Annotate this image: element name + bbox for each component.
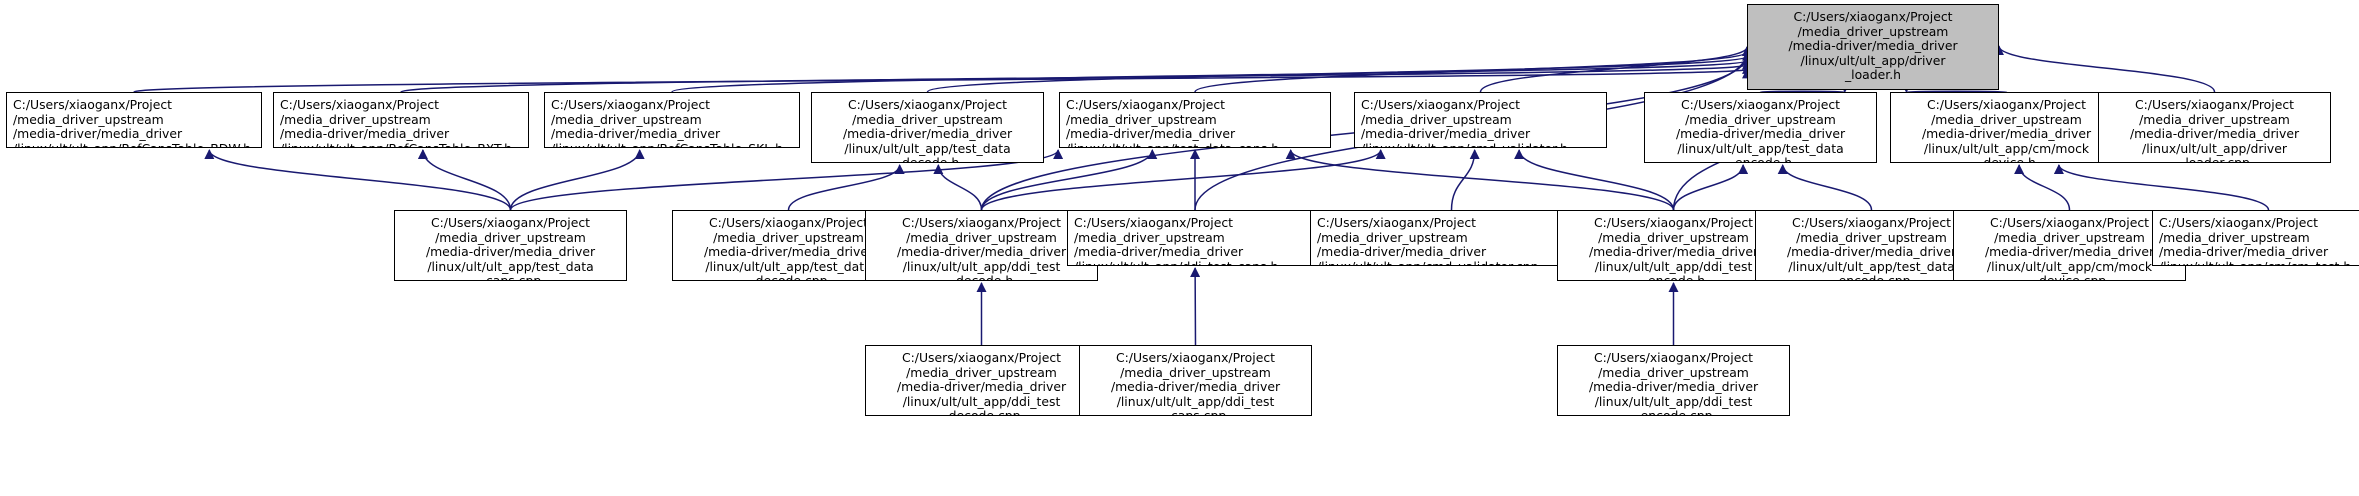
edge-cmdv_cpp-to-cmdv_h [1450, 149, 1480, 211]
node-refcapstable-skl-h[interactable]: C:/Users/xiaoganx/Project /media_driver_… [544, 92, 800, 148]
node-ddi-test-encode-cpp[interactable]: C:/Users/xiaoganx/Project /media_driver_… [1557, 345, 1790, 416]
edge-cmdv_h-to-root [1479, 45, 1752, 93]
node-mock-device-cpp[interactable]: C:/Users/xiaoganx/Project /media_driver_… [1953, 210, 2186, 281]
edge-ddid_h-to-tdd_h [933, 164, 983, 211]
node-test-data-caps-cpp[interactable]: C:/Users/xiaoganx/Project /media_driver_… [394, 210, 627, 281]
edge-mock_cpp-to-mock_h [2014, 164, 2071, 211]
edge-ddid_h-to-tdc_h [980, 149, 1158, 211]
node-driver-loader-h[interactable]: C:/Users/xiaoganx/Project /media_driver_… [1747, 4, 1999, 90]
node-cmd-validator-cpp[interactable]: C:/Users/xiaoganx/Project /media_driver_… [1310, 210, 1593, 266]
edge-ddie_h-to-tde_h [1672, 164, 1749, 211]
node-refcapstable-bxt-h[interactable]: C:/Users/xiaoganx/Project /media_driver_… [273, 92, 529, 148]
edge-mock_h-to-root [1902, 82, 2008, 93]
node-cm-test-h[interactable]: C:/Users/xiaoganx/Project /media_driver_… [2152, 210, 2359, 266]
node-test-data-decode-h[interactable]: C:/Users/xiaoganx/Project /media_driver_… [811, 92, 1044, 163]
node-ddi-test-caps-cpp[interactable]: C:/Users/xiaoganx/Project /media_driver_… [1079, 345, 1312, 416]
node-test-data-caps-h[interactable]: C:/Users/xiaoganx/Project /media_driver_… [1059, 92, 1331, 148]
node-refcapstable-bdw-h[interactable]: C:/Users/xiaoganx/Project /media_driver_… [6, 92, 262, 148]
node-test-data-encode-cpp[interactable]: C:/Users/xiaoganx/Project /media_driver_… [1755, 210, 1988, 281]
edge-tdc_cpp-to-bxt [417, 149, 512, 211]
edge-ddie_h-to-cmdv_h [1514, 149, 1675, 211]
node-ddi-test-decode-h[interactable]: C:/Users/xiaoganx/Project /media_driver_… [865, 210, 1098, 281]
edge-tde_cpp-to-tde_h [1777, 164, 1873, 211]
edge-tdc_cpp-to-bdw [204, 149, 512, 211]
edge-tdd_h-to-root [926, 55, 1752, 93]
edge-tdc_cpp-to-skl [509, 149, 645, 211]
edge-tdd_cpp-to-tdd_h [787, 164, 905, 211]
edge-tde_h-to-root [1759, 82, 1850, 93]
edge-ddie_h-to-tdc_h [1285, 149, 1675, 211]
node-mock-device-h[interactable]: C:/Users/xiaoganx/Project /media_driver_… [1890, 92, 2123, 163]
edge-cmtest_h-to-mock_h [2053, 164, 2270, 211]
node-test-data-encode-h[interactable]: C:/Users/xiaoganx/Project /media_driver_… [1644, 92, 1877, 163]
node-ddi-test-decode-cpp[interactable]: C:/Users/xiaoganx/Project /media_driver_… [865, 345, 1098, 416]
edge-skl-to-root [671, 59, 1752, 93]
node-cmd-validator-h[interactable]: C:/Users/xiaoganx/Project /media_driver_… [1354, 92, 1607, 148]
node-ddi-test-encode-h[interactable]: C:/Users/xiaoganx/Project /media_driver_… [1557, 210, 1790, 281]
node-driver-loader-cpp[interactable]: C:/Users/xiaoganx/Project /media_driver_… [2098, 92, 2331, 163]
node-ddi-test-caps-h[interactable]: C:/Users/xiaoganx/Project /media_driver_… [1067, 210, 1323, 266]
edge-ddid_h-to-cmdv_h [980, 149, 1386, 211]
edge-dl_cpp-to-root [1994, 45, 2216, 93]
